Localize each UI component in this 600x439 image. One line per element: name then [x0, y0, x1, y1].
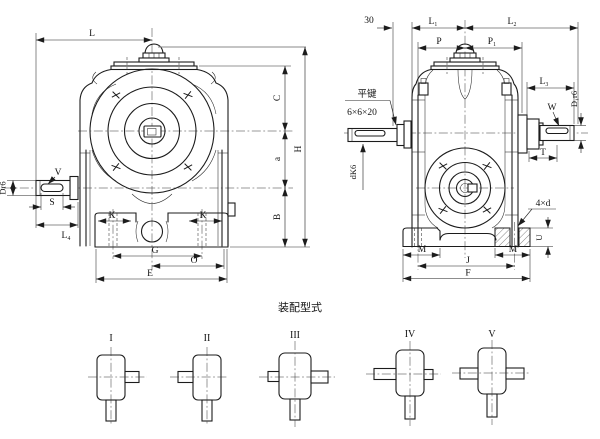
dim-label-F: F: [465, 269, 470, 279]
dim-label-E: E: [147, 269, 153, 279]
assembly-title: 装配型式: [278, 300, 322, 314]
dim-label-L1: L₁: [428, 17, 437, 27]
dim-label-B: B: [273, 214, 283, 220]
variant-label-3: III: [290, 330, 300, 341]
machining-mark: [110, 162, 122, 172]
dim-label-K-right: K: [200, 211, 207, 221]
dim-label-S: S: [49, 198, 54, 208]
worm-bore-circles: [424, 147, 506, 229]
machining-mark: [481, 205, 493, 215]
machining-mark: [110, 90, 122, 100]
dim-label-W: W: [548, 103, 557, 113]
variant-label-1: I: [109, 333, 112, 344]
assembly-section: 装配型式 I II III IV: [88, 300, 531, 427]
foot-section-hatch: [494, 227, 511, 247]
dim-label-a: a: [273, 156, 283, 161]
dim-label-dK6: dK6: [348, 165, 358, 180]
assembly-variant-2: II: [170, 333, 228, 426]
dim-label-D1r6: D₁r6: [569, 91, 579, 107]
shaft-keyway: [40, 183, 64, 193]
front-housing: [79, 43, 236, 247]
dim-label-L3: L₃: [539, 77, 548, 87]
dim-label-O: O: [191, 256, 198, 266]
output-keyway: [545, 127, 569, 135]
dim-label-T: T: [540, 148, 546, 158]
side-view-dimensions: 30 L₁ L₂ P P₁ L₃ 平键 6×6×20 dK6 W: [345, 16, 586, 282]
dim-label-P: P: [436, 37, 441, 47]
key-note-label: 平键: [357, 88, 377, 100]
assembly-variant-4: IV: [366, 329, 441, 426]
dim-label-J: J: [466, 256, 470, 266]
input-keyway: [354, 129, 386, 137]
assembly-variant-3: III: [259, 330, 335, 427]
dim-label-K-left: K: [109, 211, 116, 221]
dim-label-C: C: [273, 95, 283, 101]
input-shaft: [347, 120, 412, 149]
dim-label-M-right: M: [509, 245, 518, 255]
machining-mark: [182, 90, 194, 100]
dim-label-V: V: [55, 168, 62, 178]
side-view: 30 L₁ L₂ P P₁ L₃ 平键 6×6×20 dK6 W: [344, 16, 588, 282]
machining-mark: [437, 161, 449, 171]
worm-shaft: [35, 175, 79, 201]
assembly-variant-1: I: [88, 333, 147, 426]
machining-mark: [182, 162, 194, 172]
dim-label-Dr6: Dr6: [0, 181, 8, 194]
variant-label-5: V: [488, 329, 496, 340]
key-note-size: 6×6×20: [347, 108, 377, 118]
dim-label-L: L: [89, 29, 95, 39]
side-housing: [411, 43, 519, 248]
dim-label-P1: P₁: [488, 37, 497, 47]
front-view: L C a B H V Dr6 S: [0, 28, 310, 283]
dim-label-M-left: M: [418, 245, 427, 255]
wheel-bore-circles: [89, 68, 215, 194]
dim-label-H: H: [294, 145, 304, 152]
dim-label-G: G: [152, 246, 159, 256]
assembly-variant-5: V: [452, 329, 531, 425]
front-view-dimensions: L C a B H V Dr6 S: [0, 29, 310, 283]
foot-section-hatch: [518, 227, 531, 247]
bolt-holes-label: 4×d: [536, 199, 551, 209]
dim-label-U: U: [534, 234, 544, 240]
output-shaft: [517, 114, 575, 154]
machining-mark: [437, 205, 449, 215]
side-base: [402, 222, 531, 270]
breather-cap-side: [449, 43, 481, 63]
variant-label-4: IV: [405, 329, 416, 340]
dim-label-L2: L₂: [507, 17, 516, 27]
machining-mark: [481, 161, 493, 171]
dim-label-L4: L₄: [61, 231, 70, 241]
dim-label-30: 30: [364, 16, 374, 26]
variant-label-2: II: [204, 333, 211, 344]
